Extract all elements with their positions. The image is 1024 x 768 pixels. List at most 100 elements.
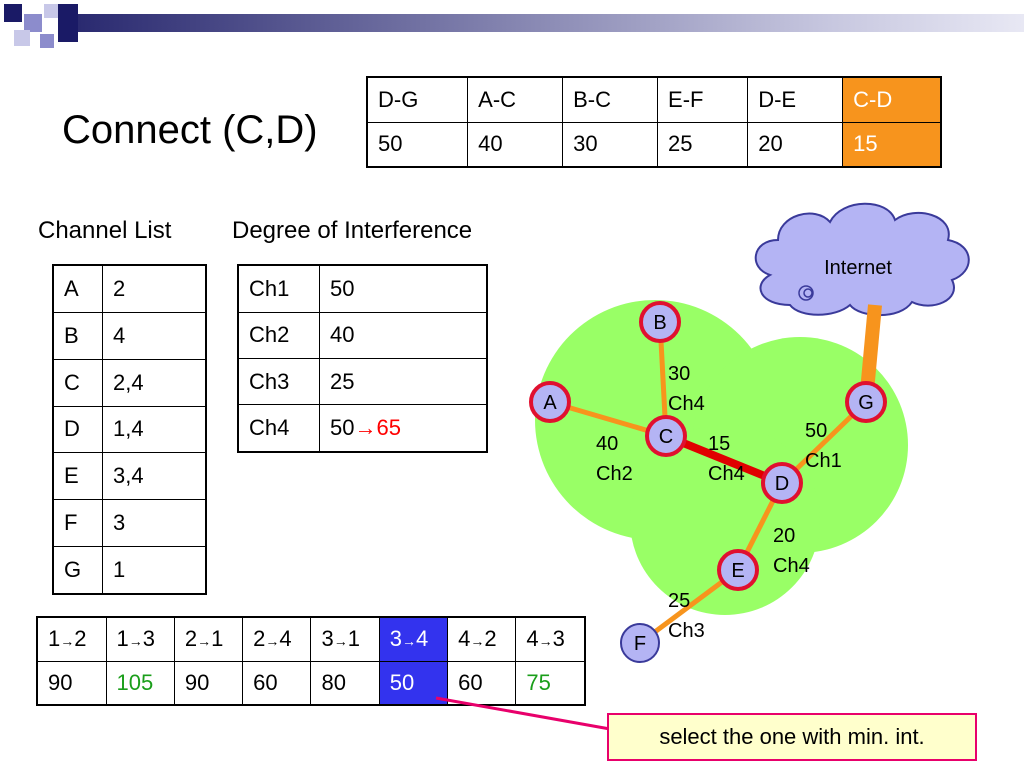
transition-value-cell: 80 [310, 660, 380, 706]
node-E [717, 549, 759, 591]
from-channel: 4 [526, 626, 539, 652]
edge-value-cell: 50 [366, 121, 469, 168]
edge-label-BC: 30 [668, 363, 690, 385]
internet-label: Internet [824, 257, 892, 279]
from-channel: 4 [458, 626, 471, 652]
edge-label-BC: Ch4 [668, 393, 705, 415]
edge-value-cell: 25 [657, 121, 749, 168]
node-label-D: D [775, 473, 789, 495]
node-B [639, 301, 681, 343]
transition-value-cell: 60 [242, 660, 312, 706]
interference-value: 25 [330, 368, 355, 394]
edge-label-DG: Ch1 [805, 450, 842, 472]
cloud-bubble [803, 288, 813, 298]
node-label-E: E [731, 560, 744, 582]
transition-value-cell: 105 [105, 660, 175, 706]
edge-label-CD: Ch4 [708, 463, 745, 485]
edge-header-cell: D-G [366, 76, 469, 123]
interference-value-cell: 25 [319, 357, 488, 406]
to-channel: 4 [416, 626, 429, 652]
channels-cell: 2,4 [102, 358, 207, 407]
channels-cell: 4 [102, 312, 207, 360]
transition-header-cell: 2→1 [173, 616, 244, 662]
edge-value-cell: 15 [842, 121, 942, 168]
edge-label-EF: Ch3 [668, 620, 705, 642]
interference-caption: Degree of Interference [232, 217, 473, 244]
to-channel: 2 [74, 626, 87, 652]
note-pointer-line [435, 696, 611, 731]
channels-cell: 3,4 [102, 452, 207, 501]
channel-cell: Ch1 [237, 264, 320, 313]
edge-label-AC: Ch2 [596, 463, 633, 485]
transition-header-cell: 3→1 [310, 616, 380, 662]
interference-value: 50 [330, 415, 355, 441]
to-channel: 4 [279, 626, 292, 652]
node-A [529, 381, 571, 423]
arrow-icon: → [402, 633, 417, 650]
channels-cell: 1 [102, 545, 207, 595]
transition-header-cell: 3→4 [378, 616, 449, 662]
node-C [645, 415, 687, 457]
node-label-A: A [543, 392, 557, 414]
transition-value-cell: 75 [515, 660, 586, 706]
arrow-icon: → [470, 633, 485, 650]
transition-header-cell: 2→4 [242, 616, 312, 662]
channel-cell: Ch3 [237, 357, 320, 406]
transition-header-cell: 1→3 [105, 616, 175, 662]
slide-title: Connect (C,D) [62, 108, 318, 152]
from-channel: 3 [389, 626, 403, 652]
edge-label-DE: 20 [773, 525, 795, 547]
updated-interference-value: 65 [376, 415, 401, 441]
to-channel: 3 [142, 626, 156, 652]
edge-label-DG: 50 [805, 420, 827, 442]
from-channel: 3 [321, 626, 334, 652]
table-row: Ch3 25 [237, 357, 488, 406]
interference-value: 50 [330, 275, 355, 301]
transition-value-cell: 90 [173, 660, 244, 706]
transition-header-cell: 4→2 [447, 616, 517, 662]
arrow-icon: → [60, 633, 75, 650]
channel-cell: Ch2 [237, 311, 320, 359]
arrow-icon: → [265, 633, 280, 650]
node-D [761, 462, 803, 504]
node-label-C: C [659, 426, 673, 448]
arrow-icon: → [128, 633, 143, 650]
arrow-icon: → [197, 633, 212, 650]
edge-value-cell: 40 [467, 121, 564, 168]
node-cell: D [52, 405, 103, 454]
edge-value-cell: 20 [747, 121, 844, 168]
edge-label-DE: Ch4 [773, 555, 810, 577]
edge-value-cell: 30 [562, 121, 659, 168]
edge-header-cell: B-C [562, 76, 659, 123]
to-channel: 3 [552, 626, 565, 652]
internet-cloud: Internet [754, 202, 970, 317]
edge-header-cell: A-C [467, 76, 564, 123]
node-F [620, 623, 660, 663]
to-channel: 1 [211, 626, 224, 652]
corner-decoration [0, 0, 1024, 60]
node-label-G: G [858, 392, 874, 414]
from-channel: 1 [48, 626, 61, 652]
edge-header-cell: C-D [842, 76, 942, 123]
from-channel: 2 [253, 626, 266, 652]
node-cell: G [52, 545, 103, 595]
min-interference-note: select the one with min. int. [607, 713, 977, 761]
transition-value-cell: 90 [36, 660, 107, 706]
edge-label-CD: 15 [708, 433, 730, 455]
channel-list-caption: Channel List [38, 217, 172, 244]
arrow-icon: → [333, 633, 348, 650]
node-cell: A [52, 264, 103, 314]
transition-header-cell: 4→3 [515, 616, 586, 662]
